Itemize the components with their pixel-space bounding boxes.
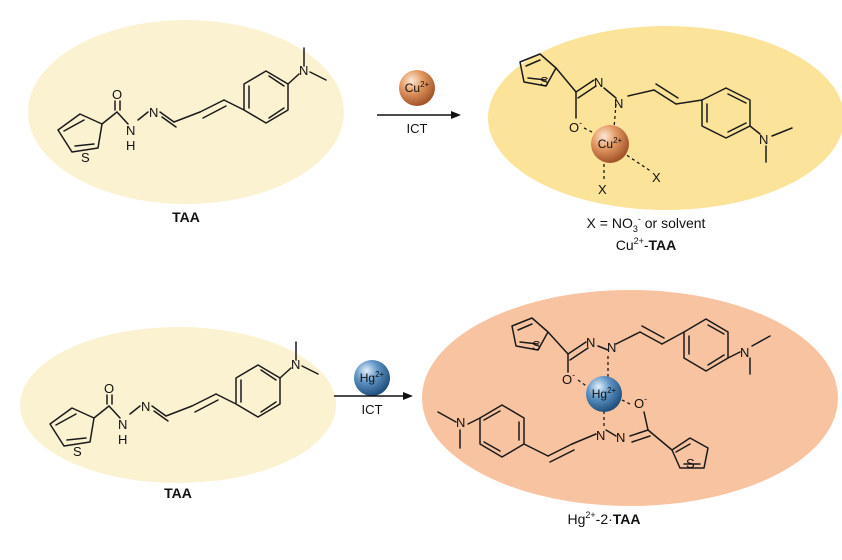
atom-n: N — [141, 399, 150, 414]
mercury-ion — [586, 376, 622, 412]
atom-s: S — [540, 74, 549, 89]
counterion-note: X = NO3- or solvent — [587, 214, 706, 234]
atom-n: N — [149, 105, 158, 120]
ligand-x: X — [652, 170, 661, 185]
svg-text:Hg2+: Hg2+ — [360, 370, 385, 385]
atom-n: N — [607, 340, 616, 355]
atom-n: N — [126, 123, 135, 138]
arrow-label-bottom: ICT — [362, 402, 383, 417]
arrowhead-top — [451, 111, 461, 119]
svg-text:Cu2+: Cu2+ — [405, 80, 430, 95]
arrowhead-bottom — [403, 392, 413, 400]
atom-s: S — [73, 444, 82, 459]
atom-n: N — [740, 345, 749, 360]
copper-complex-ellipse — [488, 26, 842, 210]
atom-o: O- — [634, 394, 647, 411]
atom-h: H — [126, 138, 135, 153]
copper-ion-reagent: Cu2+ — [399, 70, 435, 106]
atom-o: O- — [562, 370, 575, 387]
atom-n: N — [456, 415, 465, 430]
copper-ion-label: Cu2+ — [598, 136, 623, 151]
taa-molecule-top: O N H N S N — [57, 47, 327, 165]
ligand-label-top: TAA — [172, 209, 200, 225]
arrow-label-top: ICT — [407, 121, 428, 136]
complex-label-bottom: Hg2+-2·TAA — [567, 510, 640, 527]
atom-s: S — [81, 150, 90, 165]
atom-n: N — [759, 132, 768, 147]
copper-complex-molecule: N N S N O- X X Cu2+ — [519, 53, 793, 197]
atom-s: S — [686, 456, 695, 471]
atom-n: N — [616, 430, 625, 445]
mercury-ion-label: Hg2+ — [592, 386, 617, 401]
complex-label-top: Cu2+-TAA — [616, 236, 677, 253]
ligand-ellipse-top — [28, 20, 344, 204]
mercury-complex-ellipse — [422, 290, 838, 506]
atom-n: N — [614, 96, 623, 111]
atom-n: N — [594, 75, 603, 90]
atom-o: O — [104, 381, 114, 396]
mercury-ion-reagent: Hg2+ — [354, 360, 390, 396]
atom-o: O- — [569, 118, 582, 135]
atom-s: S — [532, 338, 541, 353]
atom-n: N — [118, 417, 127, 432]
atom-n: N — [291, 357, 300, 372]
ligand-x: X — [598, 182, 607, 197]
atom-o: O — [112, 87, 122, 102]
taa-molecule-bottom: O N H N S N — [49, 341, 319, 459]
atom-n: N — [596, 428, 605, 443]
mercury-complex-molecule: N N N N S S N N O- O- Hg2+ — [437, 317, 771, 471]
copper-ion — [591, 125, 629, 163]
ligand-label-bottom: TAA — [164, 485, 192, 501]
atom-n: N — [299, 63, 308, 78]
atom-n: N — [586, 335, 595, 350]
atom-h: H — [118, 432, 127, 447]
ligand-ellipse-bottom — [20, 327, 336, 483]
